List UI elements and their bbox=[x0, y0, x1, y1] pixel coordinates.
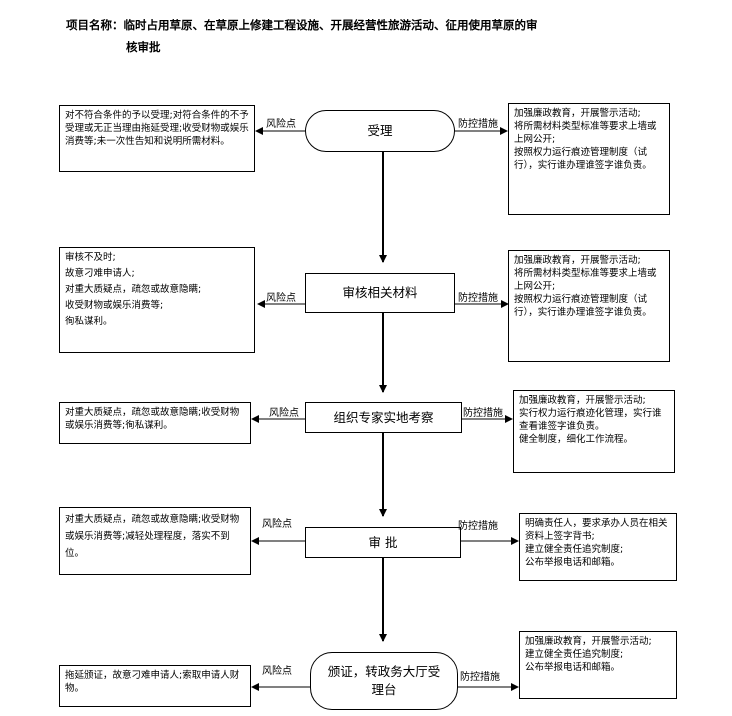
risk-text: 对重大质疑点，疏忽或故意隐瞒;收受财物或娱乐消费等;徇私谋利。 bbox=[65, 407, 240, 431]
control-text: 建立健全责任追究制度; bbox=[525, 544, 624, 555]
step-approval-label: 审 批 bbox=[368, 534, 398, 550]
step-inspection-label: 组织专家实地考察 bbox=[333, 409, 434, 425]
risk-text: 收受财物或娱乐消费等; bbox=[65, 300, 164, 311]
control-box-issue: 加强廉政教育，开展警示活动; 建立健全责任追究制度; 公布举报电话和邮箱。 bbox=[519, 631, 677, 699]
control-text: 按照权力运行痕迹管理制度（试行），实行谁办理谁签字谁负责。 bbox=[514, 147, 652, 171]
control-text: 明确责任人，要求承办人员在相关资料上签字背书; bbox=[525, 518, 668, 542]
step-inspection: 组织专家实地考察 bbox=[305, 402, 462, 433]
risk-text: 对不符合条件的予以受理;对符合条件的不予受理或无正当理由拖延受理;收受财物或娱乐… bbox=[65, 110, 249, 147]
control-text: 实行权力运行痕迹化管理，实行谁查看谁签字谁负责。 bbox=[519, 408, 662, 432]
control-box-accept: 加强廉政教育，开展警示活动; 将所需材料类型标准等要求上墙或上网公开; 按照权力… bbox=[508, 103, 670, 215]
risk-label: 风险点 bbox=[269, 408, 299, 419]
step-review: 审核相关材料 bbox=[305, 273, 455, 313]
risk-text: 对重大质疑点，疏忽或故意隐瞒; bbox=[65, 284, 202, 295]
control-box-approval: 明确责任人，要求承办人员在相关资料上签字背书; 建立健全责任追究制度; 公布举报… bbox=[519, 513, 677, 581]
control-label: 防控措施 bbox=[458, 119, 498, 130]
control-text: 公布举报电话和邮箱。 bbox=[525, 662, 621, 673]
step-review-label: 审核相关材料 bbox=[342, 285, 418, 300]
risk-text: 徇私谋利。 bbox=[65, 316, 113, 327]
step-approval: 审 批 bbox=[305, 527, 461, 558]
risk-box-review: 审核不及时; 故意刁难申请人; 对重大质疑点，疏忽或故意隐瞒; 收受财物或娱乐消… bbox=[59, 247, 255, 353]
control-text: 加强廉政教育，开展警示活动; bbox=[519, 395, 646, 406]
control-text: 加强廉政教育，开展警示活动; bbox=[514, 108, 641, 119]
risk-label: 风险点 bbox=[262, 519, 292, 530]
project-title: 项目名称：临时占用草原、在草原上修建工程设施、开展经营性旅游活动、征用使用草原的… bbox=[66, 14, 626, 58]
risk-text: 拖延颁证，故意刁难申请人;索取申请人财物。 bbox=[65, 670, 240, 694]
step-accept-label: 受理 bbox=[367, 123, 393, 138]
step-accept: 受理 bbox=[305, 110, 455, 152]
risk-box-accept: 对不符合条件的予以受理;对符合条件的不予受理或无正当理由拖延受理;收受财物或娱乐… bbox=[59, 105, 255, 172]
control-text: 将所需材料类型标准等要求上墙或上网公开; bbox=[514, 121, 657, 145]
risk-box-inspection: 对重大质疑点，疏忽或故意隐瞒;收受财物或娱乐消费等;徇私谋利。 bbox=[59, 402, 251, 444]
risk-text: 故意刁难申请人; bbox=[65, 268, 135, 279]
control-box-inspection: 加强廉政教育，开展警示活动; 实行权力运行痕迹化管理，实行谁查看谁签字谁负责。 … bbox=[513, 390, 675, 473]
control-label: 防控措施 bbox=[458, 521, 498, 532]
control-label: 防控措施 bbox=[460, 672, 500, 683]
risk-label: 风险点 bbox=[266, 293, 296, 304]
risk-text: 对重大质疑点，疏忽或故意隐瞒;收受财物或娱乐消费等;减轻处理程度，落实不到位。 bbox=[65, 514, 240, 559]
risk-label: 风险点 bbox=[266, 119, 296, 130]
control-label: 防控措施 bbox=[458, 293, 498, 304]
risk-box-issue: 拖延颁证，故意刁难申请人;索取申请人财物。 bbox=[59, 665, 251, 707]
control-text: 按照权力运行痕迹管理制度（试行），实行谁办理谁签字谁负责。 bbox=[514, 294, 652, 318]
control-text: 将所需材料类型标准等要求上墙或上网公开; bbox=[514, 268, 657, 292]
control-label: 防控措施 bbox=[463, 408, 503, 419]
risk-box-approval: 对重大质疑点，疏忽或故意隐瞒;收受财物或娱乐消费等;减轻处理程度，落实不到位。 bbox=[59, 507, 251, 575]
risk-label: 风险点 bbox=[262, 666, 292, 677]
control-text: 健全制度，细化工作流程。 bbox=[519, 434, 634, 445]
control-text: 加强廉政教育，开展警示活动; bbox=[525, 636, 652, 647]
step-issue: 颁证，转政务大厅受理台 bbox=[310, 652, 458, 710]
project-title-line1: 项目名称：临时占用草原、在草原上修建工程设施、开展经营性旅游活动、征用使用草原的… bbox=[66, 18, 538, 32]
control-text: 公布举报电话和邮箱。 bbox=[525, 557, 621, 568]
control-text: 加强廉政教育，开展警示活动; bbox=[514, 255, 641, 266]
control-box-review: 加强廉政教育，开展警示活动; 将所需材料类型标准等要求上墙或上网公开; 按照权力… bbox=[508, 250, 670, 362]
project-title-line2: 核审批 bbox=[126, 40, 161, 54]
risk-text: 审核不及时; bbox=[65, 252, 116, 263]
control-text: 建立健全责任追究制度; bbox=[525, 649, 624, 660]
step-issue-label: 颁证，转政务大厅受理台 bbox=[327, 664, 441, 697]
